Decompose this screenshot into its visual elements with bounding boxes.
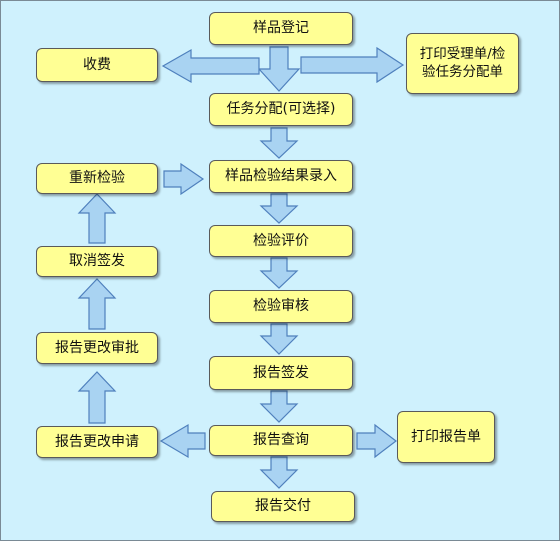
arrow-query-to-change-request bbox=[159, 423, 206, 459]
box-cancel-issue: 取消签发 bbox=[36, 246, 158, 277]
box-print-acceptance-and-assignment: 打印受理单/检 验任务分配单 bbox=[406, 33, 519, 94]
box-print-report: 打印报告单 bbox=[397, 411, 495, 463]
box-inspection-evaluation: 检验评价 bbox=[209, 225, 353, 257]
box-sample-registration: 样品登记 bbox=[209, 12, 353, 45]
box-report-change-request: 报告更改申请 bbox=[36, 426, 158, 458]
arrow-change-request-to-approval bbox=[77, 371, 117, 424]
arrow-evaluation-to-review bbox=[259, 257, 299, 289]
arrow-query-to-delivery bbox=[259, 456, 299, 489]
arrow-to-charge-fee bbox=[161, 48, 260, 84]
arrow-to-print-acceptance bbox=[300, 46, 405, 84]
arrow-issue-to-query bbox=[259, 390, 299, 423]
box-charge-fee: 收费 bbox=[36, 48, 158, 82]
box-result-entry: 样品检验结果录入 bbox=[209, 160, 353, 193]
box-report-query: 报告查询 bbox=[209, 425, 353, 456]
arrow-entry-to-evaluation bbox=[259, 193, 299, 224]
box-task-assignment: 任务分配(可选择) bbox=[209, 93, 353, 126]
arrow-assignment-to-entry bbox=[259, 127, 299, 159]
arrow-review-to-issue bbox=[259, 323, 299, 355]
box-report-delivery: 报告交付 bbox=[211, 491, 355, 522]
arrow-recheck-to-entry bbox=[163, 162, 205, 196]
box-inspection-review: 检验审核 bbox=[209, 290, 353, 323]
arrow-registration-to-assignment bbox=[257, 46, 301, 92]
box-report-issue: 报告签发 bbox=[209, 356, 353, 390]
arrow-cancel-issue-to-recheck bbox=[77, 193, 117, 244]
box-recheck: 重新检验 bbox=[36, 163, 158, 194]
arrow-query-to-print-report bbox=[356, 423, 397, 459]
box-report-change-approval: 报告更改审批 bbox=[36, 332, 158, 364]
arrow-approval-to-cancel-issue bbox=[77, 278, 117, 330]
